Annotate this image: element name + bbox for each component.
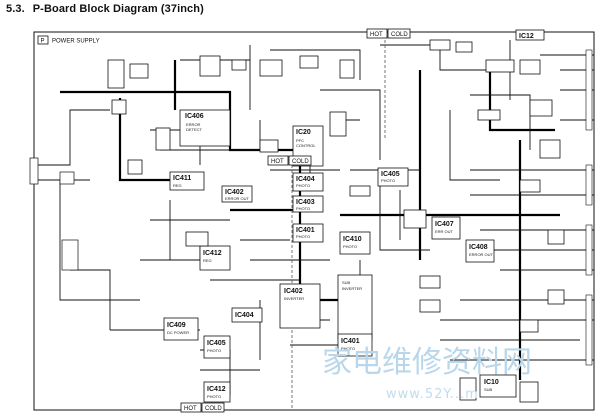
svg-text:IC412: IC412	[207, 386, 226, 393]
ic-block: IC401 PHOTO	[337, 333, 373, 357]
ic-block: IC412 PHOTO	[203, 381, 231, 403]
svg-text:ERROR OUT: ERROR OUT	[469, 252, 494, 257]
power-supply-label: P POWER SUPPLY	[37, 35, 100, 45]
ic-block: IC409 DC POWER	[163, 317, 199, 341]
ic-block: IC410 PHOTO	[339, 231, 371, 255]
ic-block: IC407 ERR OUT	[431, 216, 461, 240]
svg-text:HOT: HOT	[184, 406, 197, 412]
svg-text:IC404: IC404	[235, 312, 254, 319]
page-title: 5.3. P-Board Block Diagram (37inch)	[6, 3, 204, 15]
ic-block: IC404	[231, 307, 263, 323]
svg-text:IC405: IC405	[207, 340, 226, 347]
svg-text:PHOTO: PHOTO	[341, 346, 355, 351]
svg-text:IC403: IC403	[296, 199, 315, 206]
signal-wires	[34, 40, 594, 395]
ic-block: IC10 SUB	[479, 374, 517, 398]
svg-text:IC12: IC12	[519, 33, 534, 40]
svg-text:COLD: COLD	[391, 32, 408, 38]
svg-text:PHOTO: PHOTO	[207, 348, 221, 353]
ic-block: IC405 PHOTO	[377, 167, 409, 187]
svg-text:IC412: IC412	[203, 250, 222, 257]
svg-text:IC404: IC404	[296, 176, 315, 183]
svg-text:ERROR OUT: ERROR OUT	[225, 196, 250, 201]
svg-text:IC20: IC20	[296, 129, 311, 136]
svg-text:IC411: IC411	[173, 175, 191, 182]
svg-text:PHOTO: PHOTO	[296, 206, 310, 211]
ic-block: IC412 REG	[199, 245, 231, 271]
svg-text:SUB: SUB	[342, 280, 351, 285]
svg-text:REG: REG	[203, 258, 212, 263]
svg-text:ERR OUT: ERR OUT	[435, 229, 454, 234]
title-text: P-Board Block Diagram (37inch)	[32, 3, 204, 15]
ic-block: IC402 ERROR OUT	[221, 185, 253, 203]
svg-text:HOT: HOT	[370, 32, 383, 38]
section-number: 5.3.	[6, 3, 25, 15]
ic-block: IC405 PHOTO	[203, 335, 231, 359]
svg-text:IC405: IC405	[381, 171, 400, 178]
diagram-frame	[33, 31, 595, 411]
watermark: 家电维修资料网 www.52Y...m	[322, 345, 532, 402]
svg-text:IC410: IC410	[343, 236, 362, 243]
svg-text:IC10: IC10	[484, 379, 499, 386]
ic-block: IC404 PHOTO	[292, 172, 324, 192]
svg-text:COLD: COLD	[205, 406, 222, 412]
svg-text:IC401: IC401	[296, 227, 315, 234]
ic-block: IC411 REG	[169, 171, 205, 191]
svg-text:PFC: PFC	[296, 138, 304, 143]
primary-power-wires	[60, 60, 560, 380]
ic-block: IC12	[515, 29, 545, 41]
ic-block: IC402 INVERTER	[279, 283, 321, 329]
hot-cold-tags: HOT COLD HOT COLD HOT COLD	[180, 28, 411, 413]
svg-text:SUB: SUB	[484, 387, 493, 392]
svg-text:DC POWER: DC POWER	[167, 330, 189, 335]
svg-text:PHOTO: PHOTO	[296, 234, 310, 239]
svg-text:ERROR: ERROR	[186, 122, 201, 127]
svg-text:IC407: IC407	[435, 221, 454, 228]
svg-text:PHOTO: PHOTO	[343, 244, 357, 249]
svg-text:REG: REG	[173, 183, 182, 188]
svg-text:IC409: IC409	[167, 322, 186, 329]
svg-text:CONTROL: CONTROL	[296, 143, 316, 148]
svg-text:COLD: COLD	[292, 159, 309, 165]
svg-text:DETECT: DETECT	[186, 127, 203, 132]
component-parts	[107, 39, 565, 403]
frame-key: P	[41, 39, 45, 45]
ic-block: IC408 ERROR OUT	[465, 239, 495, 263]
svg-text:INVERTER: INVERTER	[342, 286, 362, 291]
ac-input-section	[29, 157, 79, 271]
svg-text:IC401: IC401	[341, 338, 360, 345]
watermark-text: 家电维修资料网	[322, 345, 532, 380]
ic-block: IC403 PHOTO	[292, 195, 324, 213]
svg-text:IC406: IC406	[185, 113, 204, 120]
ic-block: IC401 PHOTO	[292, 223, 324, 243]
svg-text:PHOTO: PHOTO	[381, 178, 395, 183]
svg-text:HOT: HOT	[271, 159, 284, 165]
watermark-url: www.52Y...m	[386, 387, 479, 402]
svg-text:PHOTO: PHOTO	[296, 183, 310, 188]
svg-text:IC402: IC402	[225, 189, 244, 196]
svg-text:PHOTO: PHOTO	[207, 394, 221, 399]
frame-text: POWER SUPPLY	[52, 39, 100, 45]
svg-text:IC408: IC408	[469, 244, 488, 251]
right-connector-pins	[585, 49, 593, 366]
svg-text:INVERTER: INVERTER	[284, 296, 304, 301]
svg-text:IC402: IC402	[284, 288, 303, 295]
